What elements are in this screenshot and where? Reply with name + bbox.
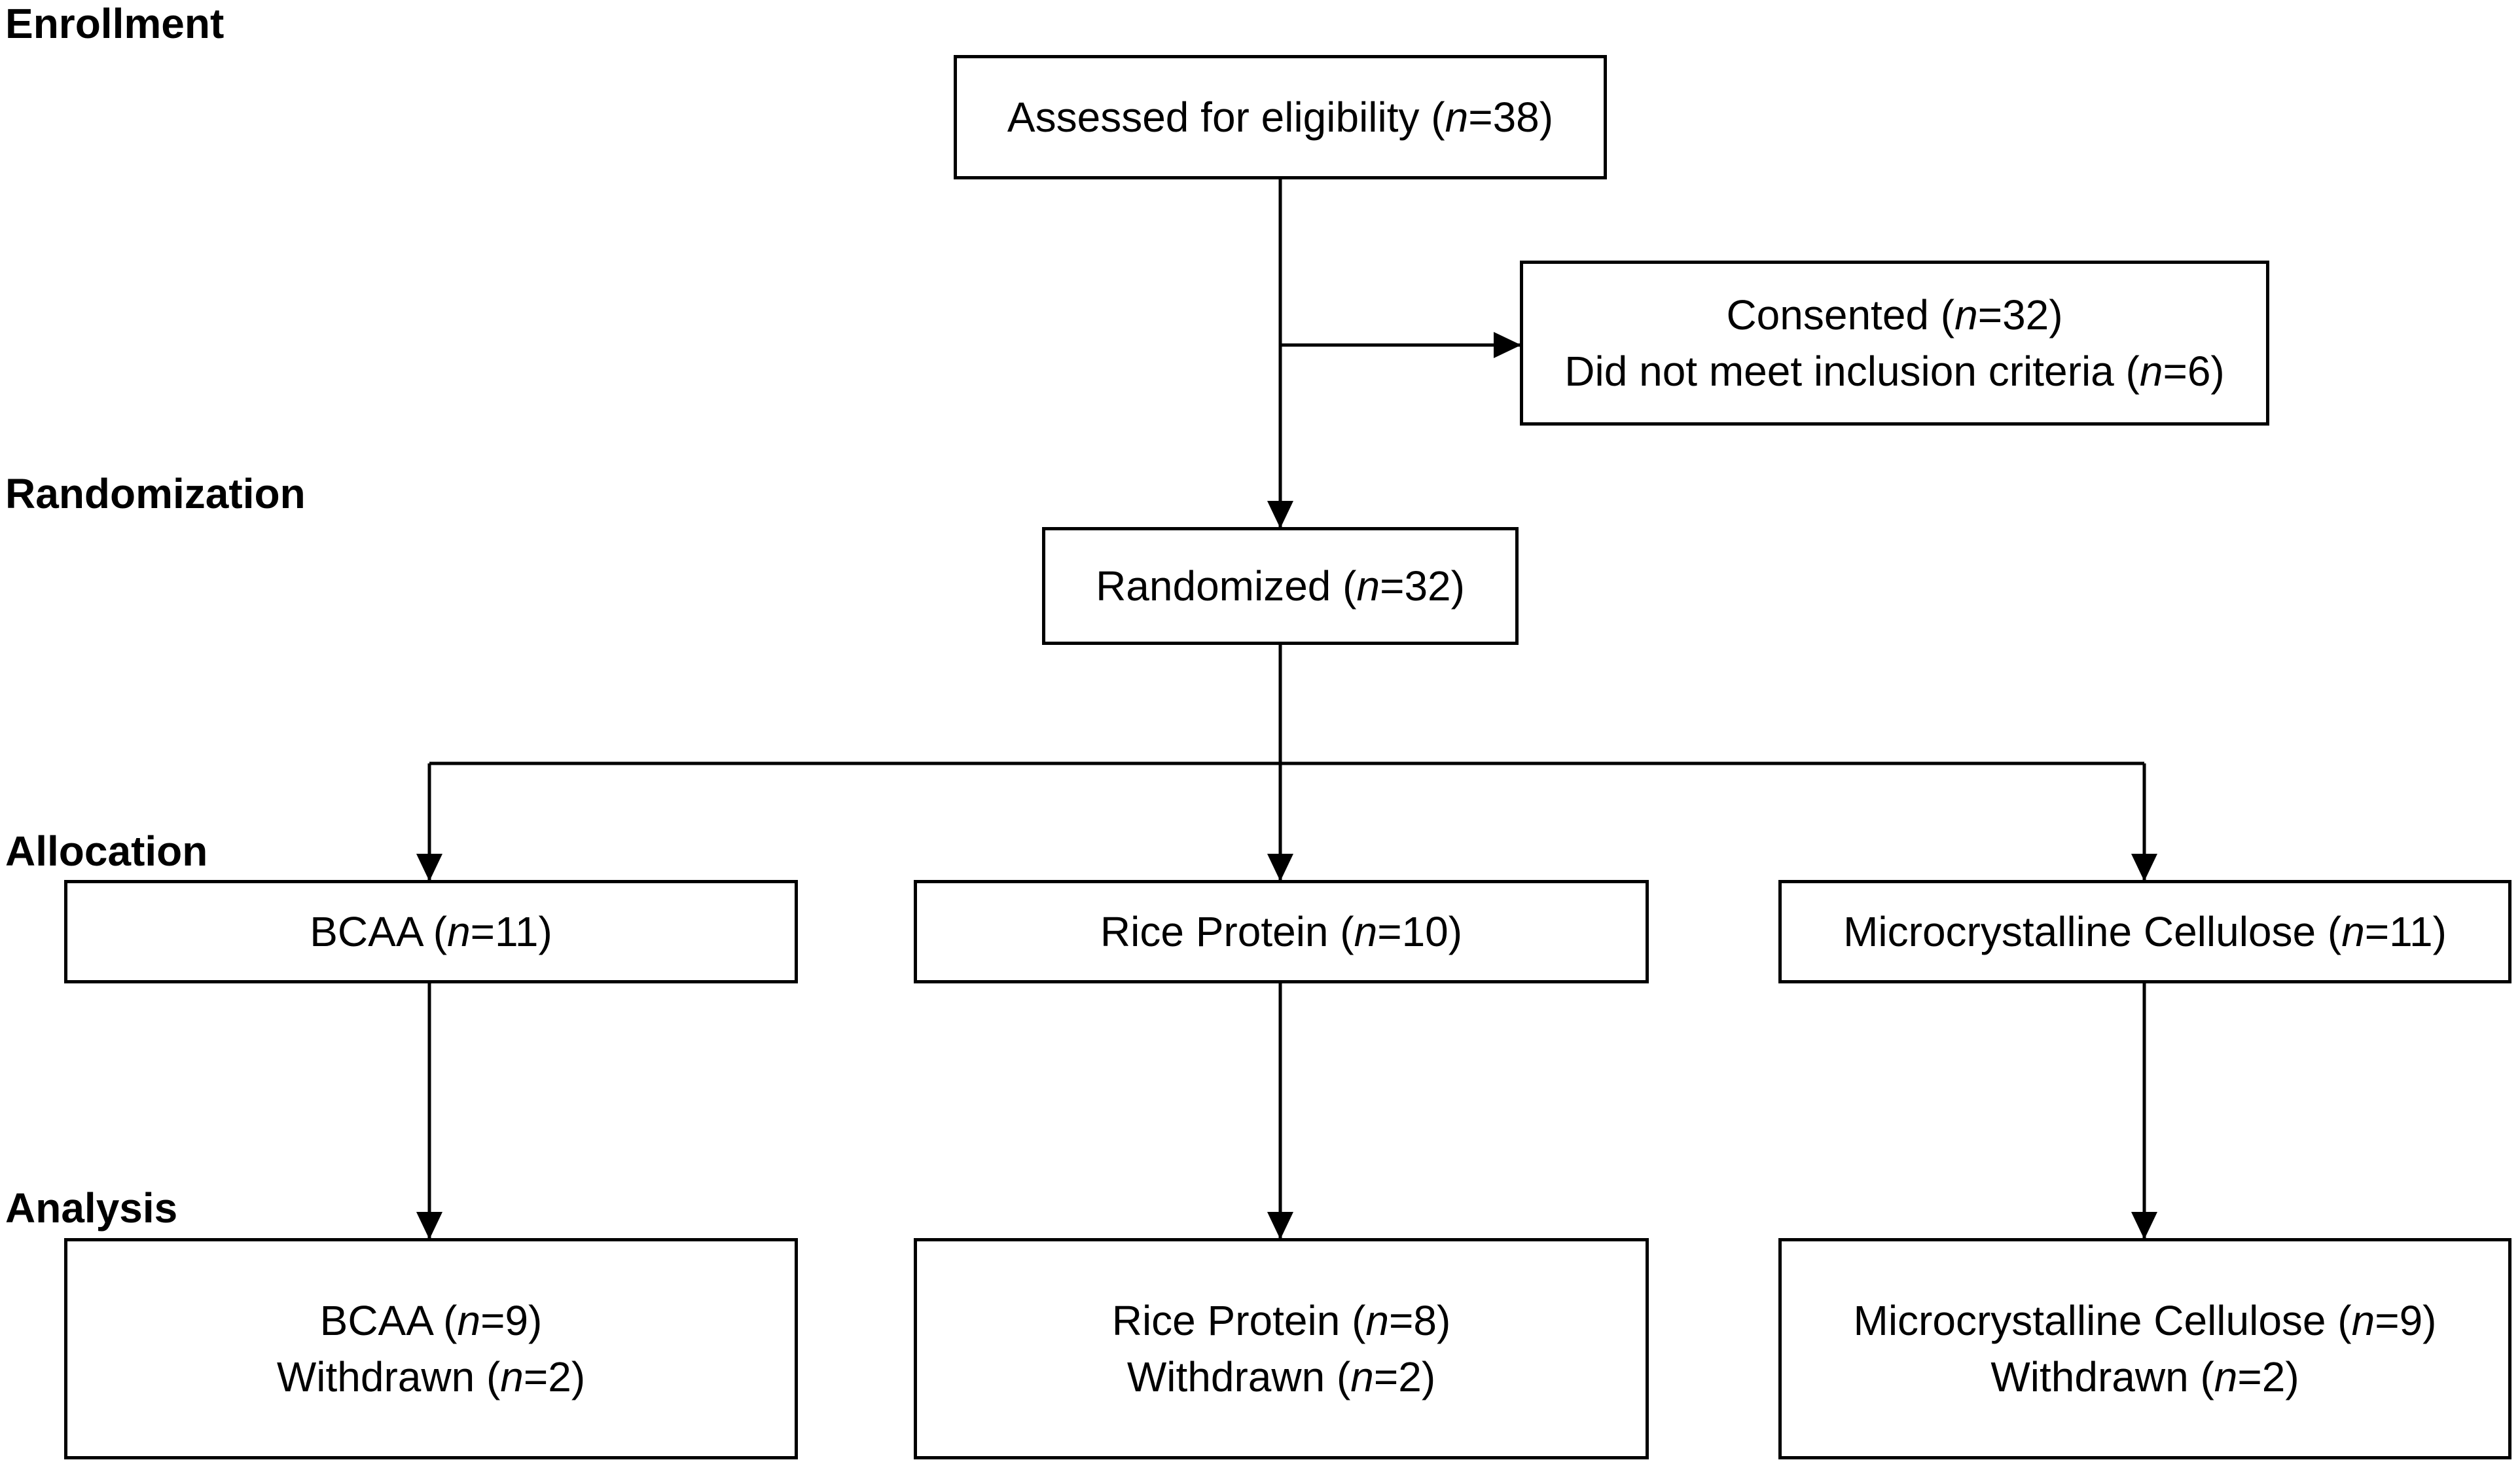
withdrawn-rice-n-symbol: n (1350, 1353, 1374, 1400)
alloc-rice-line: Rice Protein (n=10) (1100, 904, 1462, 960)
analysis-mcc-n-symbol: n (2351, 1296, 2375, 1344)
analysis-rice-count: =8) (1389, 1296, 1451, 1344)
alloc-bcaa-line: BCAA (n=11) (310, 904, 552, 960)
stage-label-allocation: Allocation (5, 828, 208, 875)
withdrawn-bcaa-text: Withdrawn ( (276, 1353, 501, 1400)
analysis-mcc-text: Microcrystalline Cellulose ( (1853, 1296, 2352, 1344)
excluded-count: =6) (2163, 348, 2225, 395)
box-assessed-for-eligibility: Assessed for eligibility (n=38) (954, 55, 1607, 179)
analysis-bcaa-count: =9) (480, 1296, 543, 1344)
withdrawn-bcaa-line: Withdrawn (n=2) (277, 1349, 585, 1405)
alloc-rice-count: =10) (1377, 907, 1463, 955)
withdrawn-mcc-text: Withdrawn ( (1990, 1353, 2214, 1400)
analysis-rice-text: Rice Protein ( (1111, 1296, 1366, 1344)
randomized-text: Randomized ( (1096, 562, 1357, 610)
withdrawn-rice-line: Withdrawn (n=2) (1127, 1349, 1435, 1405)
box-consented: Consented (n=32) Did not meet inclusion … (1520, 261, 2269, 426)
alloc-bcaa-count: =11) (470, 907, 552, 955)
alloc-mcc-count: =11) (2364, 907, 2447, 955)
analysis-mcc-count: =9) (2375, 1296, 2437, 1344)
box-analysis-microcrystalline-cellulose: Microcrystalline Cellulose (n=9) Withdra… (1778, 1238, 2511, 1459)
withdrawn-bcaa-count: =2) (523, 1353, 586, 1400)
box-allocation-bcaa: BCAA (n=11) (64, 880, 798, 983)
box-allocation-rice-protein: Rice Protein (n=10) (914, 880, 1649, 983)
analysis-bcaa-n-symbol: n (457, 1296, 481, 1344)
consented-n-symbol: n (1954, 291, 1978, 338)
analysis-mcc-line: Microcrystalline Cellulose (n=9) (1854, 1292, 2437, 1349)
box-analysis-bcaa: BCAA (n=9) Withdrawn (n=2) (64, 1238, 798, 1459)
excluded-text: Did not meet inclusion criteria ( (1564, 348, 2140, 395)
withdrawn-mcc-count: =2) (2237, 1353, 2299, 1400)
alloc-bcaa-text: BCAA ( (310, 907, 448, 955)
excluded-n-symbol: n (2139, 348, 2163, 395)
box-analysis-rice-protein: Rice Protein (n=8) Withdrawn (n=2) (914, 1238, 1649, 1459)
stage-label-analysis: Analysis (5, 1184, 178, 1232)
box-randomized: Randomized (n=32) (1042, 527, 1519, 645)
analysis-bcaa-line: BCAA (n=9) (320, 1292, 543, 1349)
withdrawn-bcaa-n-symbol: n (500, 1353, 524, 1400)
alloc-rice-n-symbol: n (1354, 907, 1378, 955)
consented-text: Consented ( (1726, 291, 1955, 338)
assessed-line: Assessed for eligibility (n=38) (1007, 89, 1553, 145)
consented-line: Consented (n=32) (1726, 287, 2062, 343)
alloc-mcc-n-symbol: n (2341, 907, 2365, 955)
assessed-text: Assessed for eligibility ( (1007, 93, 1445, 141)
withdrawn-rice-count: =2) (1373, 1353, 1436, 1400)
alloc-bcaa-n-symbol: n (447, 907, 471, 955)
randomized-n-symbol: n (1356, 562, 1380, 610)
excluded-line: Did not meet inclusion criteria (n=6) (1564, 343, 2224, 399)
assessed-count: =38) (1468, 93, 1554, 141)
assessed-n-symbol: n (1445, 93, 1469, 141)
withdrawn-mcc-n-symbol: n (2214, 1353, 2238, 1400)
alloc-mcc-line: Microcrystalline Cellulose (n=11) (1843, 904, 2447, 960)
withdrawn-mcc-line: Withdrawn (n=2) (1990, 1349, 2299, 1405)
alloc-rice-text: Rice Protein ( (1100, 907, 1354, 955)
analysis-rice-n-symbol: n (1365, 1296, 1389, 1344)
alloc-mcc-text: Microcrystalline Cellulose ( (1843, 907, 2342, 955)
stage-label-randomization: Randomization (5, 470, 306, 517)
analysis-rice-line: Rice Protein (n=8) (1112, 1292, 1451, 1349)
randomized-line: Randomized (n=32) (1096, 558, 1465, 614)
box-allocation-microcrystalline-cellulose: Microcrystalline Cellulose (n=11) (1778, 880, 2511, 983)
analysis-bcaa-text: BCAA ( (319, 1296, 458, 1344)
withdrawn-rice-text: Withdrawn ( (1126, 1353, 1351, 1400)
stage-label-enrollment: Enrollment (5, 0, 225, 47)
consented-count: =32) (1977, 291, 2063, 338)
randomized-count: =32) (1380, 562, 1465, 610)
